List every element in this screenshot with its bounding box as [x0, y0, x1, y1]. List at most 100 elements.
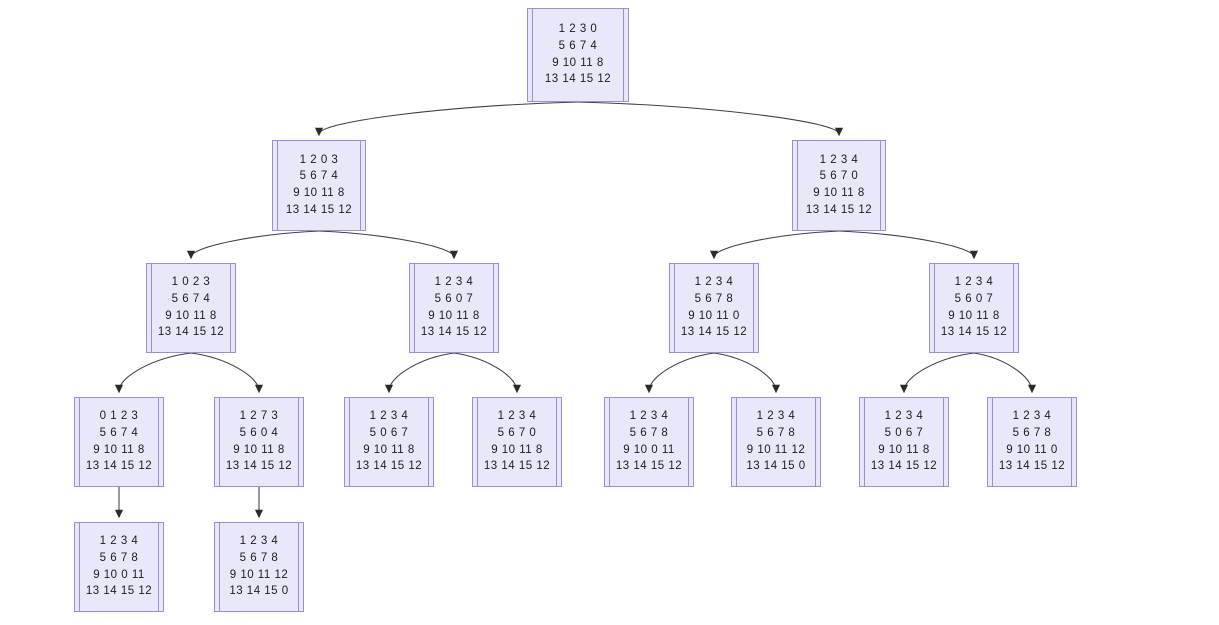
edge-arrowhead	[449, 250, 459, 260]
puzzle-row: 9 10 11 8	[878, 443, 930, 456]
edge-arrowhead	[644, 384, 654, 394]
puzzle-row: 13 14 15 12	[870, 460, 938, 473]
puzzle-row: 1 2 3 4	[954, 276, 994, 289]
tree-node[interactable]: 1 2 3 4 5 6 7 0 9 10 11 8 13 14 15 12	[792, 139, 886, 232]
tree-edge	[713, 230, 840, 258]
puzzle-row: 13 14 15 12	[285, 203, 353, 216]
tree-edge	[903, 352, 975, 392]
tree-edge	[973, 352, 1033, 392]
puzzle-row: 9 10 11 8	[552, 56, 604, 69]
puzzle-row: 9 10 11 8	[233, 443, 285, 456]
edge-arrowhead	[254, 509, 264, 519]
puzzle-row: 5 6 7 8	[629, 426, 669, 439]
edge-arrowhead	[899, 384, 909, 394]
tree-node[interactable]: 1 2 3 0 5 6 7 4 9 10 11 8 13 14 15 12	[527, 7, 629, 103]
tree-edge	[190, 352, 260, 392]
edge-arrowhead	[969, 250, 979, 260]
puzzle-row: 1 2 3 4	[369, 410, 409, 423]
edge-arrowhead	[512, 384, 522, 394]
puzzle-row: 5 6 7 8	[239, 551, 279, 564]
puzzle-row: 13 14 15 12	[680, 326, 748, 339]
puzzle-row: 13 14 15 12	[998, 460, 1066, 473]
puzzle-row: 5 6 7 0	[497, 426, 537, 439]
puzzle-row: 9 10 11 8	[165, 309, 217, 322]
puzzle-row: 13 14 15 12	[615, 460, 683, 473]
puzzle-row: 13 14 15 12	[420, 326, 488, 339]
puzzle-row: 1 2 7 3	[239, 410, 279, 423]
puzzle-row: 5 6 7 0	[819, 170, 859, 183]
edge-arrowhead	[186, 250, 196, 260]
puzzle-row: 0 1 2 3	[99, 410, 139, 423]
puzzle-row: 1 2 3 0	[558, 23, 598, 36]
puzzle-row: 1 2 3 4	[756, 410, 796, 423]
edge-arrowhead	[709, 250, 719, 260]
puzzle-row: 5 6 0 7	[434, 292, 474, 305]
puzzle-grid: 1 2 7 3 5 6 0 4 9 10 11 8 13 14 15 12	[226, 409, 292, 476]
tree-edge	[713, 352, 777, 392]
puzzle-row: 5 6 7 8	[99, 551, 139, 564]
puzzle-row: 1 0 2 3	[171, 276, 211, 289]
puzzle-row: 5 6 0 4	[239, 426, 279, 439]
puzzle-row: 13 14 15 12	[85, 460, 153, 473]
puzzle-row: 5 6 0 7	[954, 292, 994, 305]
tree-edge	[118, 352, 192, 392]
tree-edge	[577, 101, 840, 135]
puzzle-row: 9 10 11 8	[293, 187, 345, 200]
puzzle-row: 9 10 11 0	[688, 309, 740, 322]
puzzle-row: 5 0 6 7	[884, 426, 924, 439]
tree-edge	[648, 352, 715, 392]
edge-arrowhead	[834, 127, 844, 137]
puzzle-row: 5 6 7 8	[756, 426, 796, 439]
puzzle-grid: 1 2 3 0 5 6 7 4 9 10 11 8 13 14 15 12	[545, 22, 611, 89]
puzzle-row: 13 14 15 12	[225, 460, 293, 473]
edge-arrowhead	[771, 384, 781, 394]
puzzle-row: 13 14 15 12	[544, 73, 612, 86]
tree-node[interactable]: 1 2 3 4 5 0 6 7 9 10 11 8 13 14 15 12	[859, 396, 949, 488]
edge-arrowhead	[114, 509, 124, 519]
tree-edge	[318, 101, 579, 135]
puzzle-row: 9 10 11 8	[813, 187, 865, 200]
edge-arrowhead	[114, 384, 124, 394]
puzzle-row: 5 0 6 7	[369, 426, 409, 439]
puzzle-row: 13 14 15 12	[940, 326, 1008, 339]
tree-node[interactable]: 1 2 7 3 5 6 0 4 9 10 11 8 13 14 15 12	[214, 396, 304, 488]
puzzle-row: 13 14 15 12	[805, 203, 873, 216]
puzzle-row: 13 14 15 12	[85, 585, 153, 598]
puzzle-row: 1 2 3 4	[1012, 410, 1052, 423]
puzzle-row: 1 2 0 3	[299, 153, 339, 166]
puzzle-row: 5 6 7 4	[558, 39, 598, 52]
puzzle-row: 1 2 3 4	[819, 153, 859, 166]
puzzle-grid: 1 2 3 4 5 6 7 0 9 10 11 8 13 14 15 12	[806, 152, 872, 219]
puzzle-row: 13 14 15 12	[157, 326, 225, 339]
puzzle-row: 9 10 11 8	[491, 443, 543, 456]
puzzle-row: 1 2 3 4	[434, 276, 474, 289]
puzzle-row: 5 6 7 8	[1012, 426, 1052, 439]
puzzle-row: 9 10 11 8	[93, 443, 145, 456]
tree-edge	[388, 352, 455, 392]
puzzle-row: 13 14 15 12	[355, 460, 423, 473]
puzzle-row: 1 2 3 4	[884, 410, 924, 423]
puzzle-row: 5 6 7 8	[694, 292, 734, 305]
edge-arrowhead	[384, 384, 394, 394]
